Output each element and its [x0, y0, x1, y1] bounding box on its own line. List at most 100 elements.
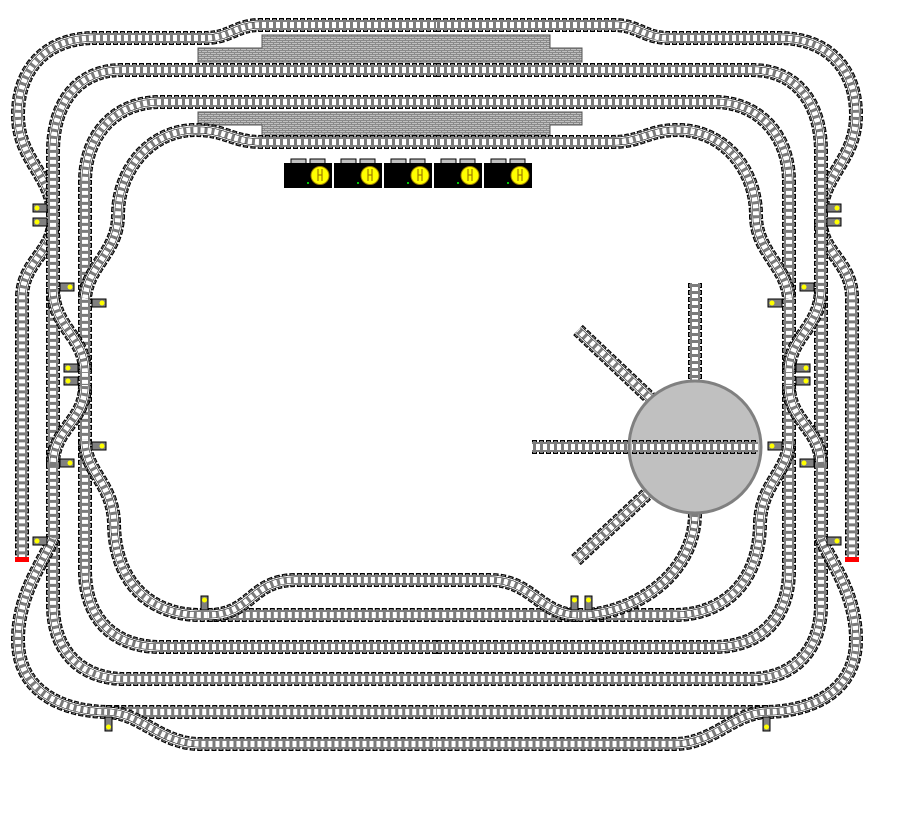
- signal-lamp-icon[interactable]: [65, 378, 71, 384]
- track-second-left-layer: [47, 64, 438, 685]
- switch-signal[interactable]: [32, 217, 48, 227]
- switch-signal[interactable]: [63, 376, 79, 386]
- signal-box[interactable]: [91, 441, 107, 451]
- track-inner-top-left: [78, 122, 438, 300]
- switch-signal[interactable]: [767, 298, 783, 308]
- signal-lamp-icon[interactable]: [34, 205, 40, 211]
- signal-box[interactable]: [104, 716, 113, 732]
- signal-lamp-icon[interactable]: [764, 724, 769, 730]
- controller-4[interactable]: [434, 158, 482, 188]
- signal-lamp-icon[interactable]: [106, 724, 111, 730]
- switch-signal[interactable]: [826, 217, 842, 227]
- buffer-stop: [15, 557, 29, 562]
- track-inner-top-left-layer: [82, 126, 438, 299]
- track-third-left: [78, 95, 438, 654]
- switch-signal[interactable]: [762, 716, 771, 732]
- switch-signal[interactable]: [767, 441, 783, 451]
- turntable-spoke-southwest-layer: [573, 490, 651, 563]
- track-inner-top-right: [436, 122, 796, 300]
- switch-signal[interactable]: [584, 595, 593, 611]
- switch-signal[interactable]: [795, 376, 811, 386]
- signal-box[interactable]: [795, 376, 811, 386]
- signal-box[interactable]: [795, 363, 811, 373]
- signal-lamp-icon[interactable]: [586, 597, 591, 603]
- signal-lamp-icon[interactable]: [67, 460, 73, 466]
- signal-lamp-icon[interactable]: [99, 300, 105, 306]
- signal-box[interactable]: [32, 203, 48, 213]
- controller-3[interactable]: [384, 158, 432, 188]
- signal-lamp-icon[interactable]: [202, 597, 207, 603]
- signal-lamp-icon[interactable]: [834, 538, 840, 544]
- signal-lamp-icon[interactable]: [65, 365, 71, 371]
- signal-box[interactable]: [767, 441, 783, 451]
- track-outermost-bottom-left-layer: [105, 709, 438, 747]
- switch-signal[interactable]: [104, 716, 113, 732]
- controller-dial-grip-icon[interactable]: [417, 169, 423, 181]
- track-second-left: [46, 63, 438, 686]
- controller-1[interactable]: [284, 158, 332, 188]
- signal-box[interactable]: [584, 595, 593, 611]
- signal-box[interactable]: [826, 203, 842, 213]
- signal-box[interactable]: [59, 282, 75, 292]
- switch-signal[interactable]: [91, 298, 107, 308]
- signal-box[interactable]: [63, 376, 79, 386]
- track-inner-bottom-left-layer: [82, 439, 438, 618]
- signal-box[interactable]: [91, 298, 107, 308]
- signal-box[interactable]: [799, 282, 815, 292]
- signal-lamp-icon[interactable]: [803, 365, 809, 371]
- signal-box[interactable]: [799, 458, 815, 468]
- turntable[interactable]: [627, 379, 763, 515]
- signal-box[interactable]: [826, 536, 842, 546]
- track-second-left-layer: [48, 65, 438, 684]
- signal-box[interactable]: [32, 217, 48, 227]
- signal-lamp-icon[interactable]: [834, 219, 840, 225]
- switch-signals: [32, 203, 842, 732]
- signal-lamp-icon[interactable]: [834, 205, 840, 211]
- controller-dial-grip-icon[interactable]: [317, 169, 323, 181]
- signal-box[interactable]: [63, 363, 79, 373]
- switch-signal[interactable]: [826, 203, 842, 213]
- switch-signal[interactable]: [799, 458, 815, 468]
- signal-lamp-icon[interactable]: [572, 597, 577, 603]
- signal-box[interactable]: [200, 595, 209, 611]
- switch-signal[interactable]: [91, 441, 107, 451]
- controller-dial-grip-icon[interactable]: [467, 169, 473, 181]
- signal-lamp-icon[interactable]: [769, 300, 775, 306]
- signal-lamp-icon[interactable]: [803, 378, 809, 384]
- signal-box[interactable]: [570, 595, 579, 611]
- switch-signal[interactable]: [799, 282, 815, 292]
- track-outermost-bottom-right: [436, 705, 769, 751]
- signal-lamp-icon[interactable]: [99, 443, 105, 449]
- signal-box[interactable]: [826, 217, 842, 227]
- switch-signal[interactable]: [32, 203, 48, 213]
- signal-box[interactable]: [59, 458, 75, 468]
- switch-signal[interactable]: [63, 363, 79, 373]
- switch-signal[interactable]: [59, 282, 75, 292]
- switch-signal[interactable]: [570, 595, 579, 611]
- signal-lamp-icon[interactable]: [34, 219, 40, 225]
- track-outer-top-left-layer: [14, 22, 438, 216]
- switch-signal[interactable]: [200, 595, 209, 611]
- signal-lamp-icon[interactable]: [769, 443, 775, 449]
- controller-dial-grip-icon[interactable]: [517, 169, 523, 181]
- signal-lamp-icon[interactable]: [801, 460, 807, 466]
- switch-signal[interactable]: [59, 458, 75, 468]
- platform-south: [197, 111, 583, 139]
- track-inner-top-right-layer: [436, 126, 792, 299]
- controller-dial-grip-icon[interactable]: [367, 169, 373, 181]
- controller-2[interactable]: [334, 158, 382, 188]
- signal-lamp-icon[interactable]: [34, 538, 40, 544]
- signal-lamp-icon[interactable]: [67, 284, 73, 290]
- signal-box[interactable]: [767, 298, 783, 308]
- signal-box[interactable]: [762, 716, 771, 732]
- signal-lamp-icon[interactable]: [801, 284, 807, 290]
- controller-5[interactable]: [484, 158, 532, 188]
- track-outer-top-left: [10, 18, 438, 216]
- switch-signal[interactable]: [826, 536, 842, 546]
- signal-box[interactable]: [32, 536, 48, 546]
- track-bottom-bypass: [207, 573, 579, 622]
- track-outer-top-right: [436, 18, 864, 216]
- track-third-left-layer: [82, 99, 438, 650]
- switch-signal[interactable]: [795, 363, 811, 373]
- switch-signal[interactable]: [32, 536, 48, 546]
